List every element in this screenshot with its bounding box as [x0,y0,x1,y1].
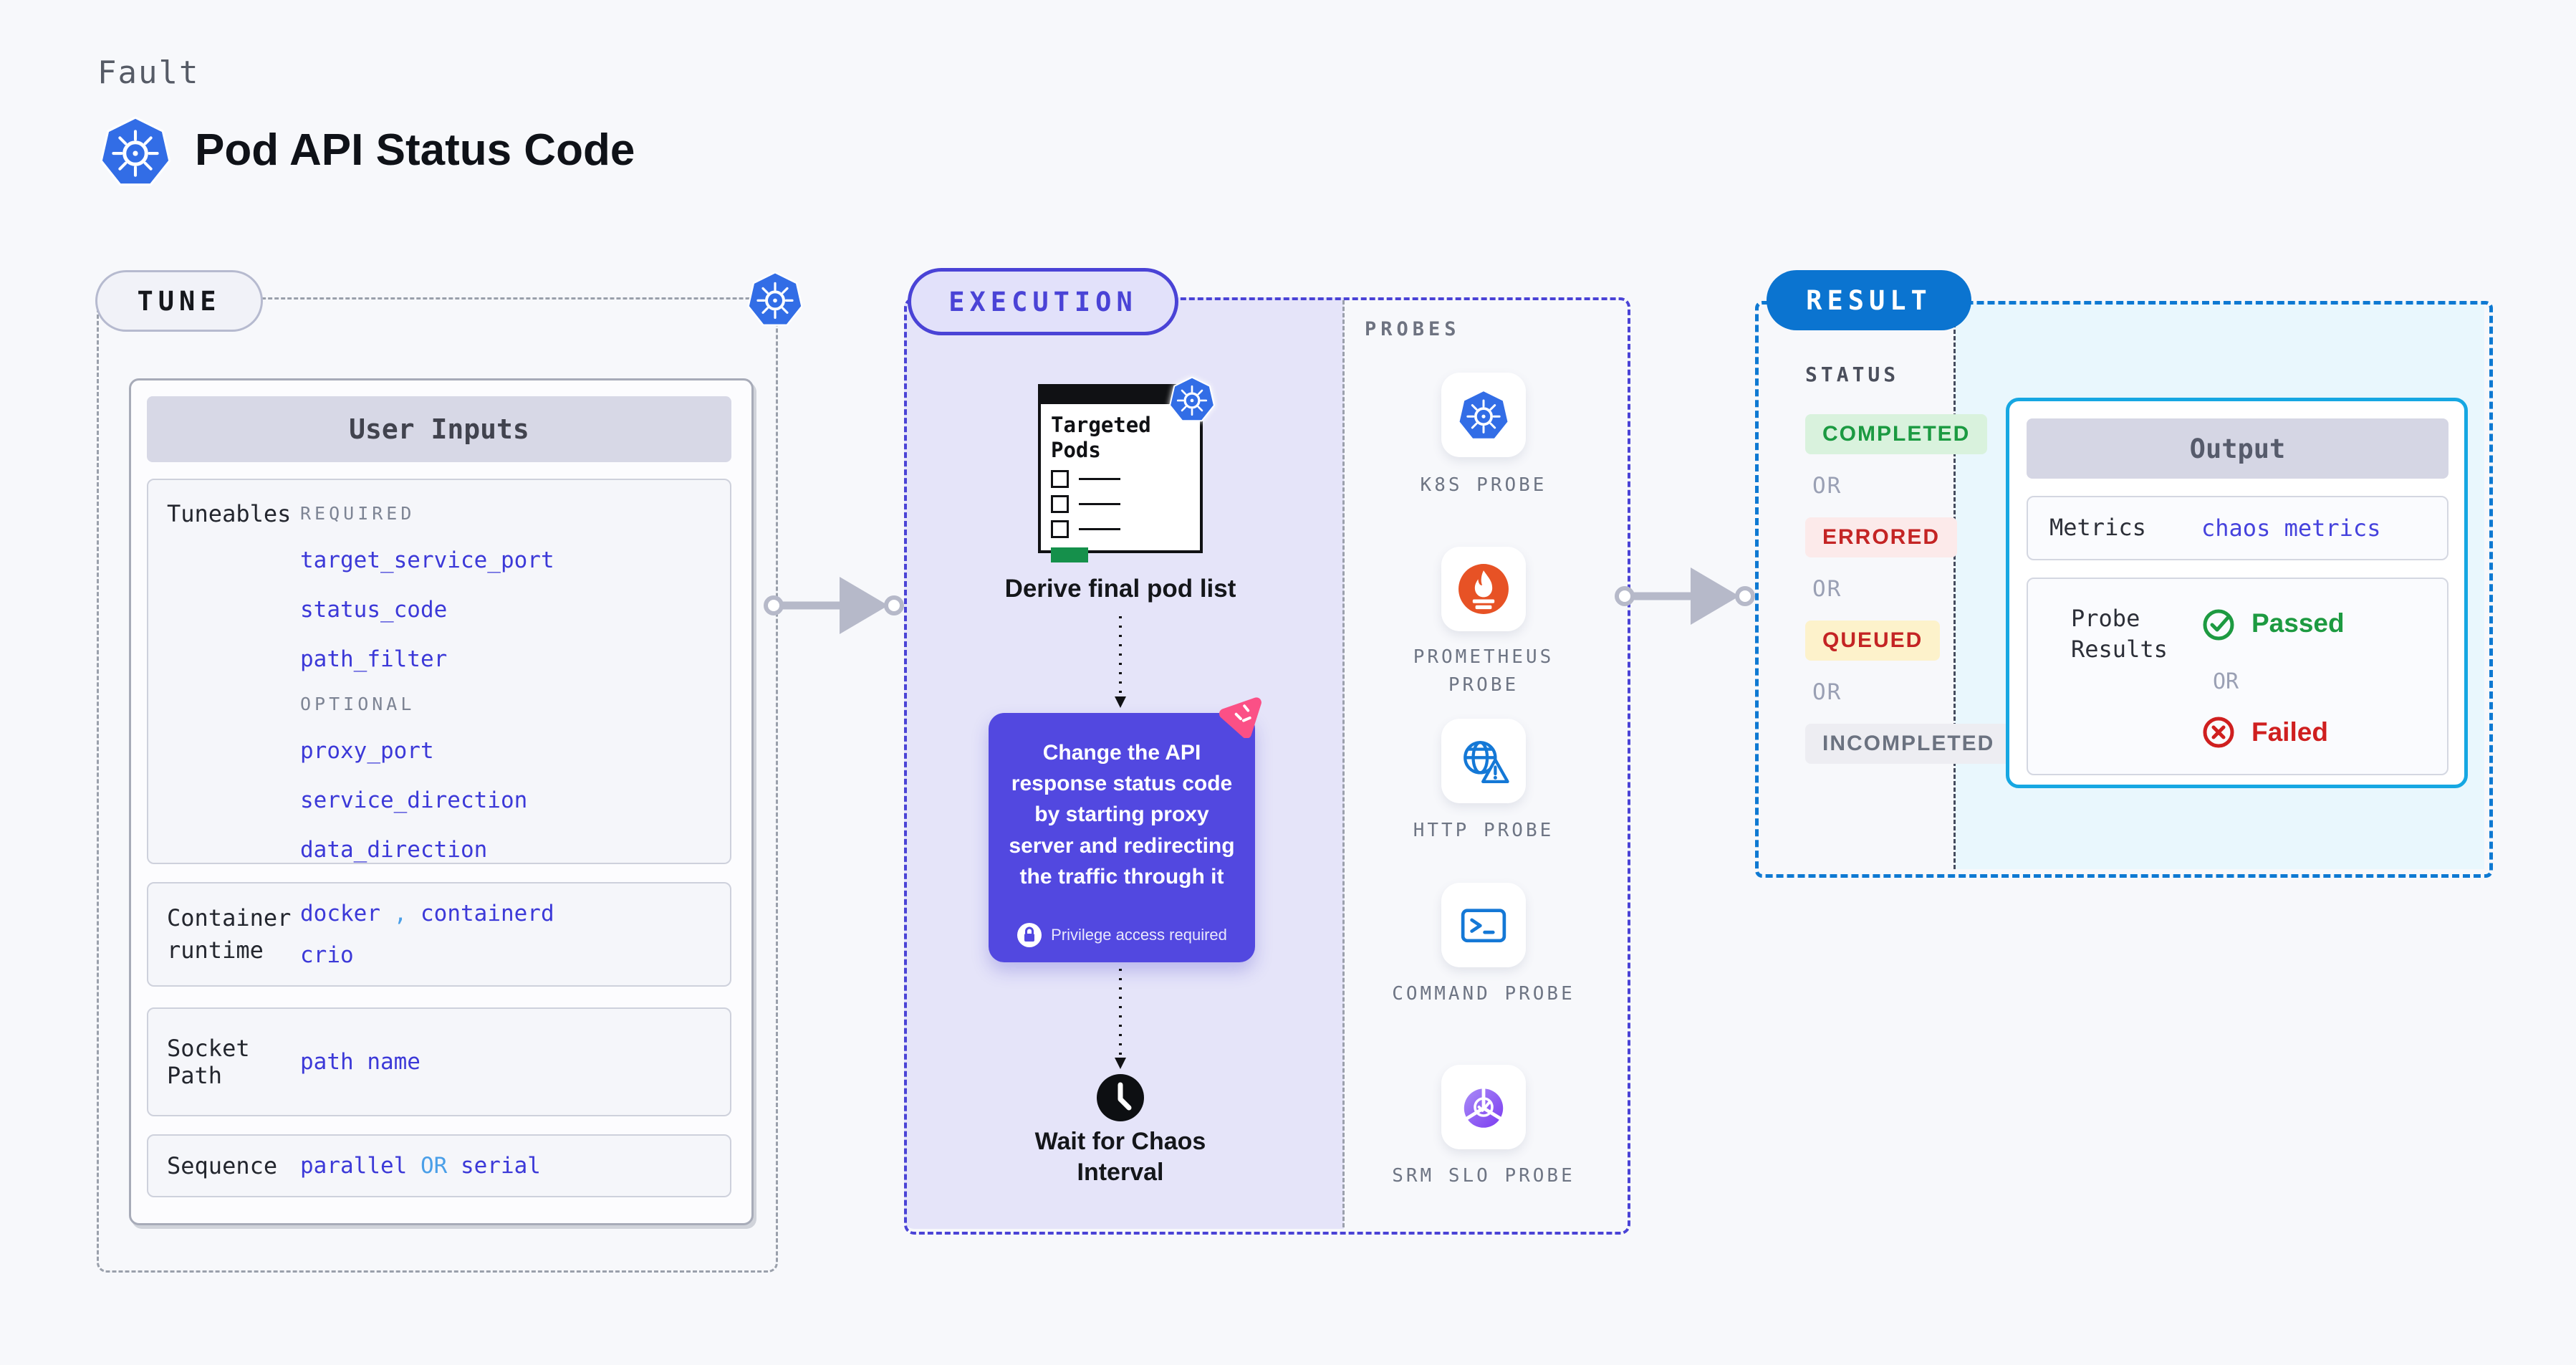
sequence-label: Sequence [167,1152,278,1179]
k8s-probe-card [1441,373,1526,457]
status-or: OR [1812,576,1842,602]
status-list: COMPLETED OR ERRORED OR QUEUED OR INCOMP… [1805,414,2012,764]
status-badge-completed: COMPLETED [1805,414,1988,454]
passed-label: Passed [2251,608,2345,638]
x-circle-icon [2203,717,2234,748]
param-target-service-port: target_service_port [300,547,554,573]
probes-title: PROBES [1365,318,1461,340]
param-proxy-port: proxy_port [300,738,434,764]
fault-kicker: Fault [97,54,200,91]
wait-chaos-interval-caption: Wait for Chaos Interval [1034,1128,1206,1186]
optional-label: OPTIONAL [300,694,415,714]
prometheus-probe-label: PROMETHEUS PROBE [1413,646,1554,696]
srm-slo-probe-card [1441,1065,1526,1149]
status-title: STATUS [1805,363,1900,386]
command-probe-label: COMMAND PROBE [1392,983,1575,1005]
http-probe-card [1441,719,1526,803]
srm-slo-probe-label: SRM SLO PROBE [1392,1165,1575,1187]
user-inputs-card: User Inputs Tuneables REQUIRED target_se… [129,378,754,1225]
probes-separator-line [1342,300,1345,1227]
prometheus-icon [1456,562,1511,616]
result-section-pill: RESULT [1767,270,1971,330]
fault-description-callout: Change the API response status code by s… [989,713,1255,962]
check-circle-icon [2203,609,2234,641]
probe-results-row: Probe Results Passed OR Failed [2027,578,2448,775]
param-path-filter: path_filter [300,646,448,672]
http-icon [1456,733,1512,789]
command-probe-card [1441,883,1526,967]
status-output-separator-line [1953,304,1956,869]
required-label: REQUIRED [300,503,415,524]
targeted-pods-card: Targeted Pods [1038,384,1203,562]
metrics-label: Metrics [2049,514,2146,542]
runtime-containerd: containerd [420,901,554,926]
execution-section-pill: EXECUTION [908,268,1178,335]
user-inputs-header: User Inputs [147,396,731,462]
container-runtime-label: Container runtime [167,904,292,964]
metrics-row: Metrics chaos metrics [2027,496,2448,560]
execution-section-frame [904,297,1630,1235]
sequence-parallel: parallel [300,1153,408,1179]
pod-list-item [1051,494,1200,513]
dotted-arrow-down [1115,616,1126,708]
probe-result-failed: Failed [2201,715,2328,749]
prometheus-probe-card [1441,547,1526,631]
kubernetes-corner-icon [746,269,804,329]
lock-icon [1017,923,1042,947]
pod-list-item [1051,519,1200,538]
kubernetes-logo-icon [99,113,172,189]
srm-slo-icon [1455,1078,1512,1136]
probe-results-label: Probe Results [2071,605,2168,664]
privilege-note: Privilege access required [989,922,1255,948]
tuneables-label: Tuneables [167,500,292,527]
socket-path-label: Socket Path [167,1035,250,1089]
runtime-docker: docker [300,901,380,926]
output-card: Output Metrics chaos metrics Probe Resul… [2006,398,2468,788]
sequence-row: Sequence parallel OR serial [147,1134,731,1197]
param-service-direction: service_direction [300,787,528,813]
execution-to-result-arrow [1615,567,1755,625]
pod-list-item [1051,469,1200,488]
metrics-value: chaos metrics [2201,514,2381,542]
sequence-serial: serial [460,1153,541,1179]
socket-path-value: path name [300,1049,420,1075]
status-badge-incompleted: INCOMPLETED [1805,724,2012,764]
callout-text: Change the API response status code by s… [1009,741,1235,889]
tuneables-row: Tuneables REQUIRED target_service_port s… [147,479,731,864]
pod-card-green-button [1051,547,1088,562]
status-or: OR [1812,473,1842,499]
k8s-probe-label: K8S PROBE [1420,474,1547,496]
param-data-direction: data_direction [300,837,488,863]
param-status-code: status_code [300,597,448,623]
output-header: Output [2027,418,2448,479]
status-badge-errored: ERRORED [1805,517,1958,557]
tune-section-pill: TUNE [95,270,263,332]
k8s-icon [1457,388,1510,442]
page-title: Pod API Status Code [195,125,635,175]
result-section-frame [1755,301,2493,878]
container-runtime-row: Container runtime docker , containerd cr… [147,882,731,987]
sequence-or: OR [420,1153,448,1179]
tune-section-frame [97,297,778,1273]
status-badge-queued: QUEUED [1805,621,1941,661]
probe-result-passed: Passed [2201,606,2345,641]
failed-label: Failed [2251,717,2328,747]
derive-pod-list-caption: Derive final pod list [1004,575,1236,603]
runtime-separator: , [393,901,408,926]
probe-result-or: OR [2213,669,2239,694]
runtime-crio: crio [300,942,354,968]
kubernetes-badge-icon [1168,374,1216,424]
socket-path-row: Socket Path path name [147,1007,731,1116]
pod-card-title: Targeted Pods [1051,413,1151,462]
command-icon [1456,897,1512,953]
status-or: OR [1812,679,1842,705]
http-probe-label: HTTP PROBE [1413,820,1554,841]
tune-to-execution-arrow [764,577,904,634]
privilege-note-text: Privilege access required [1051,926,1227,944]
litmus-chaos-icon [1219,697,1261,738]
dotted-arrow-down [1115,969,1126,1069]
clock-icon [1097,1074,1144,1121]
